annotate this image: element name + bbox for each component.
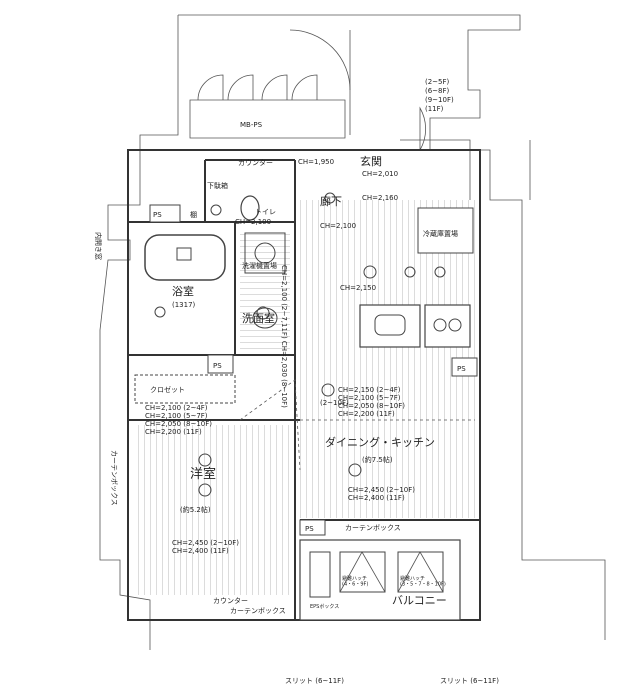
note-ch-dk-1: CH=2,150 (2~4F) <box>338 386 401 394</box>
note-floors-1: (2~5F) <box>425 78 450 86</box>
label-closet: クロゼット <box>150 385 185 394</box>
kitchen-counter <box>359 304 421 348</box>
label-eps-box: EPSボックス <box>310 603 339 610</box>
basin-icon <box>252 307 278 329</box>
label-corridor: 廊下 <box>320 194 342 208</box>
note-ch-dk-4: CH=2,200 (11F) <box>338 410 395 418</box>
label-mb-ps: MB-PS <box>240 121 263 129</box>
note-ch-w-2: CH=2,100 (5~7F) <box>145 412 208 420</box>
label-toilet: トイレ <box>255 208 276 216</box>
door-swings-top <box>197 29 426 151</box>
note-floors-3: (9~10F) <box>425 96 454 104</box>
label-counter-bottom: カウンター <box>213 596 248 605</box>
stove-unit <box>424 304 471 348</box>
toilet-icon <box>240 195 260 221</box>
washroom-floor <box>240 230 290 350</box>
ps-box-4 <box>299 519 326 536</box>
hatch-1 <box>339 551 386 593</box>
label-curtain-box-bottom: カーテンボックス <box>230 607 286 615</box>
note-ch-cl: CH=1,950 <box>298 158 334 166</box>
outer-walls <box>99 14 606 650</box>
label-dining-size: (約7.5帖) <box>362 455 393 464</box>
closet-area <box>134 374 236 404</box>
burner-icon <box>433 318 447 332</box>
sink-icon <box>374 314 406 336</box>
label-window-left: 内開き窓 <box>94 232 103 260</box>
light-symbols <box>154 192 446 497</box>
note-ch-dk-2: CH=2,100 (5~7F) <box>338 394 401 402</box>
western-floor <box>135 425 290 595</box>
ps-box-1 <box>149 204 181 223</box>
label-hatch-2: 避難ハッチ(3・5・7・8・10F) <box>400 575 446 588</box>
laundry-drum-icon <box>254 242 276 264</box>
label-ps-3: PS <box>457 365 466 373</box>
note-ch-dk-sub: (2~10F) <box>320 399 349 407</box>
eps-box <box>309 551 331 598</box>
label-shoes: 下駄箱 <box>207 181 228 190</box>
label-ps-4: PS <box>305 525 314 533</box>
label-entrance: 玄関 <box>360 154 382 168</box>
note-ch-corr2: CH=2,100 <box>320 222 356 230</box>
balcony-area <box>299 539 461 621</box>
hatch-2 <box>397 551 444 593</box>
label-hatch-1: 避難ハッチ(4・6・9F) <box>342 575 368 588</box>
label-ps-2: PS <box>213 362 222 370</box>
label-laundry: 洗濯機置場 <box>242 261 277 270</box>
note-ch-dk-3: CH=2,050 (8~10F) <box>338 402 405 410</box>
note-floors-4: (11F) <box>425 105 444 113</box>
label-balcony: バルコニー <box>392 594 447 607</box>
bathtub <box>144 234 226 281</box>
note-ch-w-1: CH=2,100 (2~4F) <box>145 404 208 412</box>
note-ch-toilet: CH=2,100 <box>235 218 271 226</box>
label-western-size: (約5.2帖) <box>180 505 211 514</box>
note-ch-w-bot-1: CH=2,450 (2~10F) <box>172 539 239 547</box>
laundry-box <box>244 232 286 274</box>
ps-box-2 <box>207 354 234 374</box>
note-ch-dk-bot-1: CH=2,450 (2~10F) <box>348 486 415 494</box>
label-counter-top: カウンター <box>238 158 273 167</box>
label-bath: 浴室 <box>172 284 194 298</box>
label-bath-size: (1317) <box>172 301 196 309</box>
label-dining: ダイニング・キッチン <box>325 435 435 449</box>
label-storage: 棚 <box>190 210 197 219</box>
label-washroom: 洗面室 <box>242 311 275 325</box>
label-western: 洋室 <box>190 466 216 482</box>
note-ch-dk-bot-2: CH=2,400 (11F) <box>348 494 405 502</box>
note-ch-corr: CH=2,160 <box>362 194 398 202</box>
note-ch-w-3: CH=2,050 (8~10F) <box>145 420 212 428</box>
note-ch-dk-top: CH=2,150 <box>340 284 376 292</box>
fridge-area <box>417 207 474 254</box>
label-curtain-box-h: カーテンボックス <box>345 524 401 532</box>
note-floors-2: (6~8F) <box>425 87 450 95</box>
label-curtain-box-v: カーテンボックス <box>110 450 118 506</box>
burner-icon <box>448 318 462 332</box>
label-ps-1: PS <box>153 211 162 219</box>
label-slit-right: スリット (6~11F) <box>440 677 499 685</box>
drain-icon <box>176 247 192 261</box>
note-ch-wash: CH=2,100 (2~7,11F) CH=2,030 (8~10F) <box>280 265 288 408</box>
ps-box-3 <box>451 357 478 377</box>
label-fridge: 冷蔵庫置場 <box>423 229 458 238</box>
note-ch-w-4: CH=2,200 (11F) <box>145 428 202 436</box>
note-ch-entrance: CH=2,010 <box>362 170 398 178</box>
note-ch-w-bot-2: CH=2,400 (11F) <box>172 547 229 555</box>
label-slit-left: スリット (6~11F) <box>285 677 344 685</box>
